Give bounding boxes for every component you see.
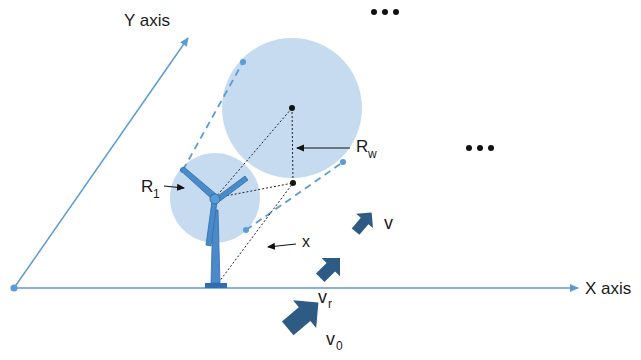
radius-symbol: R xyxy=(141,178,153,195)
y-axis xyxy=(14,38,188,288)
wake-point xyxy=(290,180,296,186)
boundary-dot xyxy=(243,227,249,233)
axis-label: X axis xyxy=(585,280,631,297)
subscript: r xyxy=(328,298,332,310)
subscript: 0 xyxy=(336,340,343,352)
wake-center xyxy=(289,105,295,111)
subscript: w xyxy=(368,148,377,160)
construction-lines xyxy=(215,108,293,286)
leader-arrow xyxy=(164,186,184,188)
wake-boundary xyxy=(246,162,343,230)
wind-turbine xyxy=(180,167,248,288)
velocity-symbol: v xyxy=(326,330,335,348)
wake-boundary xyxy=(183,62,243,170)
flow-arrows xyxy=(276,205,380,342)
leader-arrow xyxy=(297,147,350,148)
continuation-dots xyxy=(371,9,494,151)
radius-symbol: R xyxy=(356,138,368,155)
wake-circle xyxy=(222,38,362,178)
origin-dot xyxy=(11,285,18,292)
leader-arrow xyxy=(268,244,296,247)
velocity-symbol: v xyxy=(318,288,327,306)
axis-label: Y axis xyxy=(124,12,170,29)
x-axis xyxy=(14,287,578,289)
boundary-dot xyxy=(240,59,246,65)
distance-symbol: x xyxy=(302,234,310,250)
velocity-symbol: v xyxy=(384,214,393,232)
boundary-dot xyxy=(340,159,346,165)
subscript: 1 xyxy=(153,188,160,200)
